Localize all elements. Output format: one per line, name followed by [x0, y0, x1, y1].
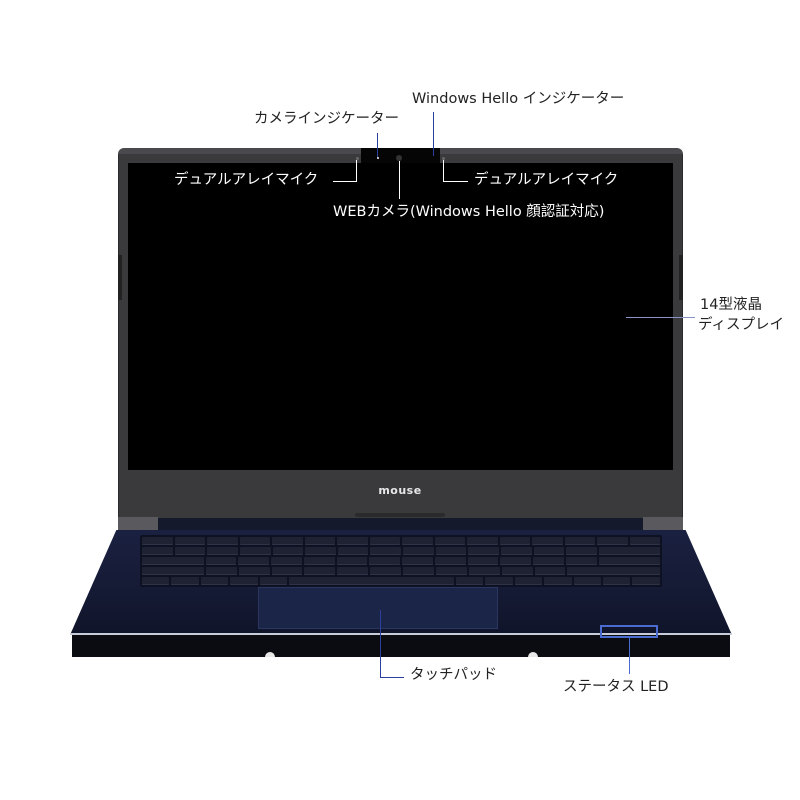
status-led-label: ステータス LED: [563, 679, 669, 695]
display-screen: [128, 163, 673, 470]
mic-right-icon: [442, 157, 445, 160]
touchpad-line-horizontal: [380, 677, 404, 678]
webcam-line: [399, 161, 400, 199]
lid-side-bumper-right: [679, 255, 683, 300]
rubber-foot-right: [528, 652, 538, 657]
touchpad-line-vertical: [380, 610, 381, 678]
status-led-highlight: [600, 625, 658, 638]
touchpad-label: タッチパッド: [410, 667, 497, 683]
camera-indicator-line: [377, 133, 378, 157]
webcam-icon: [396, 155, 402, 161]
webcam-label: WEBカメラ(Windows Hello 顔認証対応): [333, 204, 605, 220]
camera-indicator-light: [377, 157, 379, 159]
brand-logo: mouse: [378, 484, 422, 497]
lid-lip: [355, 513, 445, 517]
display-label-line1: 14型液晶: [700, 297, 762, 313]
display-line: [626, 317, 695, 318]
lid-side-bumper-left: [118, 255, 122, 300]
camera-indicator-label: カメラインジケーター: [254, 111, 399, 127]
dual-array-mic-left-label: デュアルアレイマイク: [174, 172, 319, 188]
hinge-right: [643, 517, 683, 530]
base-front-edge: [70, 633, 732, 635]
hinge-left: [118, 517, 158, 530]
rubber-foot-left: [265, 652, 275, 657]
base-front: [72, 635, 730, 657]
mic-left-line-horizontal: [333, 181, 357, 182]
windows-hello-indicator-label: Windows Hello インジケーター: [412, 91, 625, 107]
hinge-bar: [158, 518, 643, 532]
display-label-line2: ディスプレイ: [698, 317, 784, 333]
status-led-line: [629, 638, 630, 674]
mic-right-line-horizontal: [443, 181, 468, 182]
dual-array-mic-right-label: デュアルアレイマイク: [474, 172, 619, 188]
keyboard: [140, 535, 662, 587]
mic-left-line-vertical: [356, 160, 357, 182]
mic-right-line-vertical: [443, 160, 444, 182]
touchpad: [258, 587, 498, 629]
mic-left-icon: [356, 157, 359, 160]
windows-hello-indicator-line: [433, 112, 434, 156]
